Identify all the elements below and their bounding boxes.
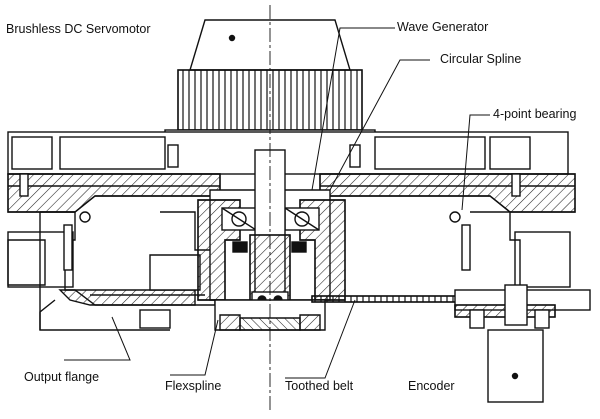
output-flange-section	[58, 254, 201, 306]
label-flexspline: Flexspline	[165, 379, 222, 393]
top-bolts	[19, 144, 521, 271]
housing-section	[7, 173, 576, 213]
label-toothed-belt: Toothed belt	[285, 379, 354, 393]
label-wave-generator: Wave Generator	[397, 20, 489, 34]
top-frame	[7, 131, 569, 175]
label-four-point-bearing: 4-point bearing	[493, 107, 577, 121]
label-circular-spline: Circular Spline	[440, 52, 522, 66]
encoder-assembly	[454, 284, 591, 403]
main-body	[7, 211, 571, 331]
label-servomotor: Brushless DC Servomotor	[6, 22, 151, 36]
leader-lines	[64, 27, 490, 379]
label-encoder: Encoder	[408, 379, 455, 393]
label-output-flange: Output flange	[24, 370, 100, 384]
